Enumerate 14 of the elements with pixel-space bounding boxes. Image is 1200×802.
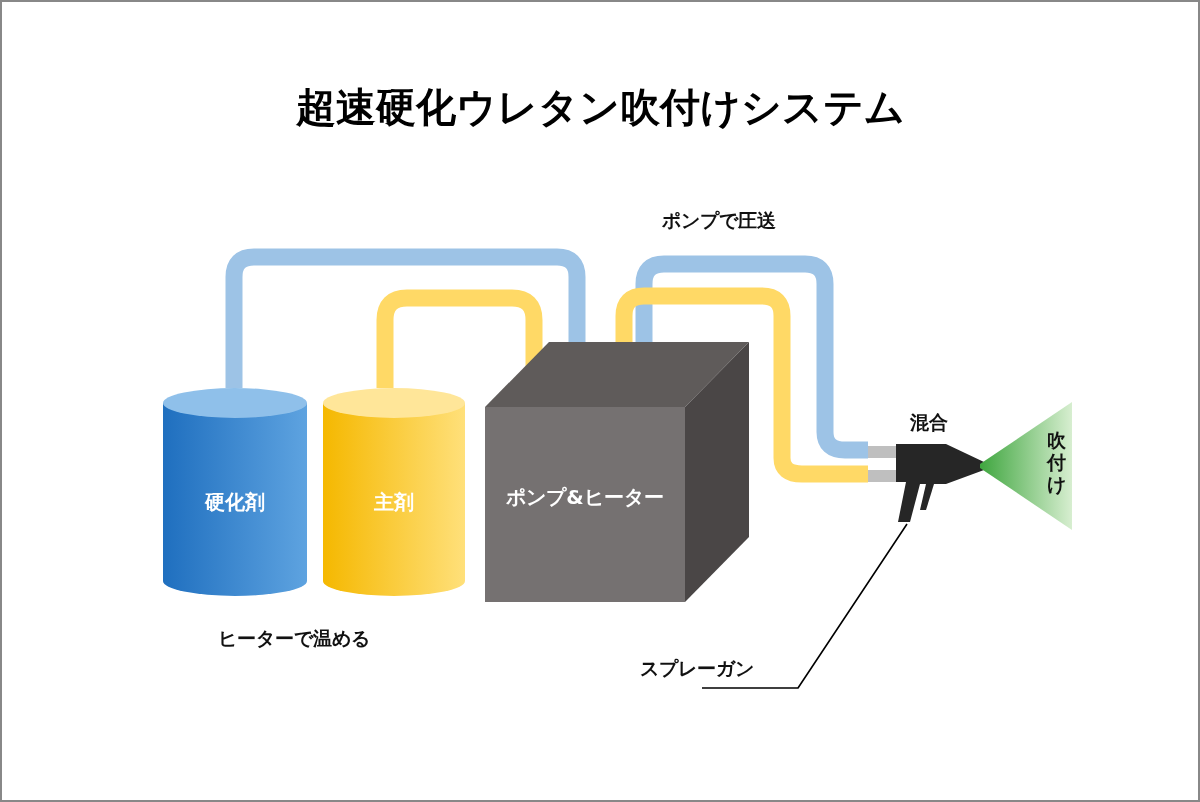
- pipe: [225, 248, 586, 388]
- pipe: [376, 289, 543, 388]
- node-label: 主剤: [374, 488, 414, 516]
- pipe: [635, 255, 868, 459]
- leader-line: [701, 523, 908, 689]
- annotation-label: ポンプで圧送: [662, 208, 776, 233]
- node-label: 硬化剤: [205, 488, 265, 516]
- callout-label: スプレーガン: [640, 656, 790, 686]
- annotation-label: 混合: [910, 410, 948, 435]
- node-label: 吹付け: [1047, 430, 1068, 496]
- node-label: ポンプ&ヒーター: [506, 483, 664, 511]
- annotation-label: ヒーターで温める: [218, 626, 370, 651]
- diagram-title: 超速硬化ウレタン吹付けシステム: [294, 83, 906, 132]
- pipe: [615, 287, 868, 483]
